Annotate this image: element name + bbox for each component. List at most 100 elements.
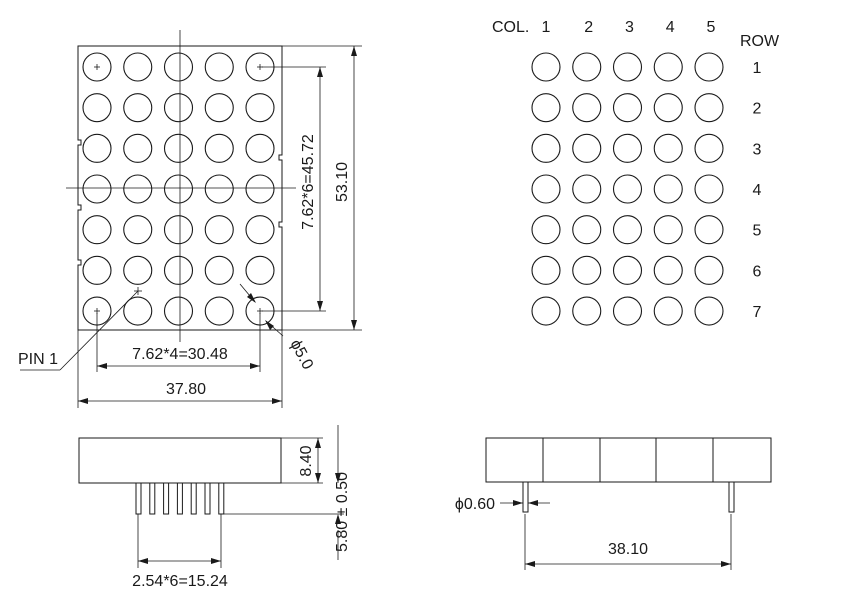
dim-height-label: 53.10 bbox=[334, 162, 351, 202]
front-dot bbox=[204, 93, 234, 123]
col-number: 4 bbox=[666, 19, 675, 36]
matrix-dot bbox=[572, 174, 602, 204]
matrix-dot bbox=[572, 296, 602, 326]
front-dot bbox=[123, 52, 153, 82]
row-label: ROW bbox=[740, 33, 780, 50]
front-dot bbox=[123, 215, 153, 245]
dim-pin-pitch: 2.54*6=15.24 bbox=[132, 514, 228, 590]
front-dot bbox=[204, 133, 234, 163]
front-dot bbox=[204, 174, 234, 204]
front-dot bbox=[82, 133, 112, 163]
dim-pitch-vertical-label: 7.62*6=45.72 bbox=[300, 134, 317, 230]
matrix-dot bbox=[612, 296, 643, 326]
matrix-dot bbox=[653, 255, 683, 285]
dim-pitch-horizontal: 7.62*4=30.48 bbox=[96, 313, 261, 372]
front-dot bbox=[123, 133, 153, 163]
matrix-dot bbox=[612, 133, 643, 163]
front-dot bbox=[163, 215, 194, 245]
side-left-pin bbox=[218, 482, 225, 515]
dim-width: 37.80 bbox=[77, 330, 283, 408]
front-dot bbox=[163, 255, 194, 285]
side-right-pin-left bbox=[522, 481, 529, 513]
side-right-body bbox=[485, 437, 772, 483]
dim-body-height-label: 8.40 bbox=[298, 445, 315, 476]
matrix-dot bbox=[531, 296, 561, 326]
matrix-dot bbox=[612, 52, 643, 82]
front-dot bbox=[123, 296, 153, 326]
matrix-dot bbox=[612, 255, 643, 285]
matrix-dot bbox=[694, 296, 724, 326]
row-number: 5 bbox=[753, 223, 762, 240]
front-dot bbox=[245, 255, 275, 285]
side-view-right: ϕ0.60 38.10 bbox=[455, 437, 772, 570]
matrix-dot bbox=[572, 93, 602, 123]
pin1-label: PIN 1 bbox=[18, 351, 58, 368]
matrix-dot bbox=[653, 174, 683, 204]
matrix-dot bbox=[653, 93, 683, 123]
side-left-pin bbox=[176, 482, 183, 515]
matrix-dot bbox=[572, 255, 602, 285]
dim-height: 53.10 bbox=[282, 45, 362, 331]
col-label: COL. bbox=[492, 19, 529, 36]
row-number: 2 bbox=[753, 101, 762, 118]
dim-pin-length: 5.80 ± 0.50 bbox=[224, 425, 351, 560]
side-left-pin bbox=[204, 482, 211, 515]
col-number: 2 bbox=[584, 19, 593, 36]
matrix-dot bbox=[694, 174, 724, 204]
matrix-dot bbox=[531, 215, 561, 245]
matrix-dot bbox=[572, 52, 602, 82]
col-number: 5 bbox=[707, 19, 716, 36]
front-dot bbox=[163, 93, 194, 123]
row-number: 1 bbox=[753, 60, 762, 77]
dim-pin-span-label: 38.10 bbox=[608, 541, 648, 558]
dim-pin-span: 38.10 bbox=[524, 514, 732, 570]
dim-pitch-vertical: 7.62*6=45.72 bbox=[262, 66, 326, 312]
matrix-dot bbox=[694, 52, 724, 82]
dim-pin-length-label: 5.80 ± 0.50 bbox=[334, 472, 351, 552]
dim-pin-pitch-label: 2.54*6=15.24 bbox=[132, 573, 228, 590]
front-dot bbox=[204, 296, 234, 326]
matrix-dot bbox=[694, 255, 724, 285]
dim-body-height: 8.40 bbox=[281, 437, 323, 484]
matrix-dot bbox=[531, 255, 561, 285]
front-dot bbox=[82, 215, 112, 245]
matrix-dot bbox=[694, 215, 724, 245]
row-number: 7 bbox=[753, 304, 762, 321]
side-left-body bbox=[78, 437, 282, 484]
dim-pin-diameter: ϕ0.60 bbox=[455, 496, 550, 513]
front-dot bbox=[82, 255, 112, 285]
matrix-dot-grid bbox=[531, 52, 724, 326]
matrix-dot bbox=[653, 133, 683, 163]
dim-width-label: 37.80 bbox=[166, 381, 206, 398]
matrix-dot bbox=[531, 133, 561, 163]
matrix-dot bbox=[653, 52, 683, 82]
front-dot bbox=[123, 93, 153, 123]
front-dot bbox=[82, 174, 112, 204]
matrix-dot bbox=[572, 133, 602, 163]
front-dot bbox=[163, 174, 194, 204]
pin1-callout: PIN 1 bbox=[18, 290, 139, 371]
front-dot bbox=[123, 255, 153, 285]
matrix-dot bbox=[531, 93, 561, 123]
front-dot bbox=[163, 52, 194, 82]
matrix-dot bbox=[531, 174, 561, 204]
front-dot bbox=[245, 174, 275, 204]
front-dot-grid bbox=[82, 52, 275, 326]
matrix-dot bbox=[612, 174, 643, 204]
front-dot bbox=[163, 296, 194, 326]
front-dot bbox=[245, 215, 275, 245]
side-left-pins bbox=[135, 482, 225, 515]
side-left-pin bbox=[190, 482, 197, 515]
matrix-dot bbox=[653, 215, 683, 245]
side-left-pin bbox=[149, 482, 156, 515]
dim-pin-diameter-label: ϕ0.60 bbox=[455, 496, 495, 513]
row-number: 3 bbox=[753, 141, 762, 158]
side-left-pin bbox=[135, 482, 142, 515]
front-dot bbox=[245, 133, 275, 163]
matrix-dot bbox=[531, 52, 561, 82]
row-number: 4 bbox=[753, 182, 762, 199]
